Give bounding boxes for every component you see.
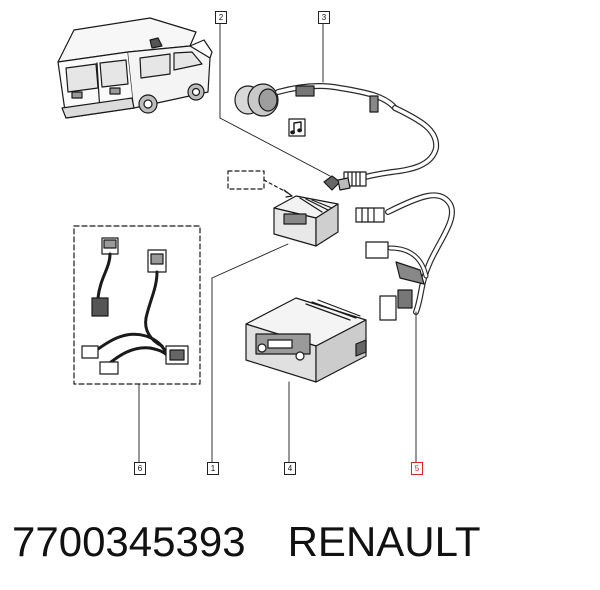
- small-connector-part: [323, 175, 351, 191]
- callout-3: 3: [318, 11, 330, 24]
- van-illustration: [57, 17, 213, 119]
- speaker-harness: [234, 82, 440, 187]
- music-note-icon: [288, 118, 306, 137]
- parts-diagram: 2 3 6 1 4 5: [57, 11, 455, 475]
- brand-name: RENAULT: [287, 518, 481, 565]
- parts-diagram-drawing: [57, 17, 455, 463]
- optional-part-box: [227, 170, 265, 190]
- kit-dashed-group: [73, 225, 201, 385]
- callout-4: 4: [284, 462, 296, 475]
- radio-unit: [245, 297, 367, 383]
- leader-lines: [138, 23, 417, 463]
- radio-wiring-harness: [355, 192, 455, 321]
- part-number: 7700345393: [12, 518, 246, 565]
- antenna-connector-block: [273, 195, 339, 247]
- callout-6: 6: [134, 462, 146, 475]
- callout-2: 2: [215, 11, 227, 24]
- callout-1: 1: [207, 462, 219, 475]
- part-footer: 7700345393 RENAULT: [12, 512, 481, 572]
- adapter-cables: [81, 237, 189, 375]
- callout-5: 5: [411, 462, 423, 475]
